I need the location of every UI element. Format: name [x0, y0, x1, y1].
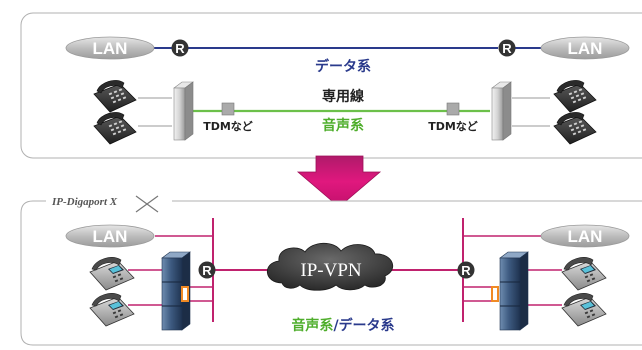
tdm-box-icon — [446, 102, 460, 116]
router-icon: R — [198, 261, 216, 279]
down-arrow-icon — [296, 155, 382, 208]
terminal-adapter-icon — [181, 286, 189, 302]
lan-label: LAN — [568, 227, 603, 246]
leased-line-label: 専用線 — [322, 88, 364, 105]
router-label: R — [202, 263, 212, 278]
voice-system-label: 音声系 — [322, 117, 364, 134]
voice-part-label: 音声系 — [291, 317, 333, 334]
router-label: R — [502, 41, 512, 56]
lan-cloud-bottom-right: LAN — [540, 224, 630, 248]
rack-server-icon — [161, 251, 191, 331]
router-icon: R — [457, 261, 475, 279]
logo-text: IP-Digaport X — [51, 196, 118, 208]
vpn-label: IP-VPN — [300, 260, 362, 281]
data-part-label: データ系 — [339, 317, 395, 334]
lan-cloud-top-right: LAN — [540, 36, 630, 60]
bottom-panel: IP-Digaport X LAN LAN I — [20, 195, 642, 346]
cloud-icon: IP-VPN — [266, 242, 394, 291]
voice-data-label: 音声系/データ系 — [291, 317, 394, 334]
lan-cloud-top-left: LAN — [65, 36, 155, 60]
router-icon: R — [498, 39, 516, 57]
tdm-label: TDMなど — [203, 120, 253, 133]
pbx-icon — [491, 81, 512, 141]
separator-label: / — [333, 318, 339, 334]
tdm-box-icon — [221, 102, 235, 116]
pbx-icon — [173, 81, 194, 141]
lan-cloud-bottom-left: LAN — [65, 224, 155, 248]
top-panel: LAN LAN R R データ系 専用線 音声系 TDMなど TDMなど — [20, 12, 642, 159]
data-system-label: データ系 — [315, 58, 371, 75]
rack-server-icon — [491, 251, 529, 331]
router-label: R — [175, 41, 185, 56]
tdm-label: TDMなど — [428, 120, 478, 133]
lan-label: LAN — [93, 227, 128, 246]
lan-label: LAN — [568, 39, 603, 58]
router-icon: R — [171, 39, 189, 57]
ip-digaport-logo: IP-Digaport X — [51, 195, 159, 213]
lan-label: LAN — [93, 39, 128, 58]
terminal-adapter-icon — [491, 286, 499, 302]
router-label: R — [461, 263, 471, 278]
